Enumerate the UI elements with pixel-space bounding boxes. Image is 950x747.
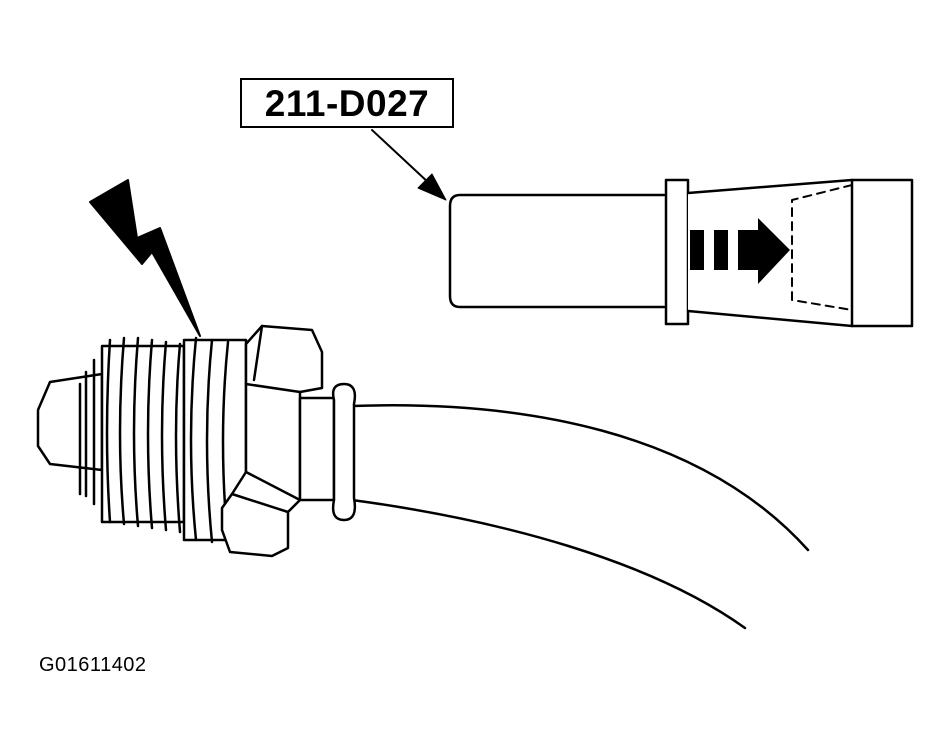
- tube-fitting-assembly: [36, 324, 357, 558]
- callout-leader-arrow: [371, 129, 447, 201]
- tube-line: [350, 404, 810, 630]
- pointer-arrow-icon: [89, 179, 201, 337]
- tool-number-callout: 211-D027: [240, 78, 454, 128]
- tool-number-label: 211-D027: [264, 82, 430, 124]
- direction-arrow-icon: [690, 218, 790, 284]
- special-tool-sleeve: [448, 178, 914, 328]
- figure-id-label: G01611402: [39, 654, 147, 676]
